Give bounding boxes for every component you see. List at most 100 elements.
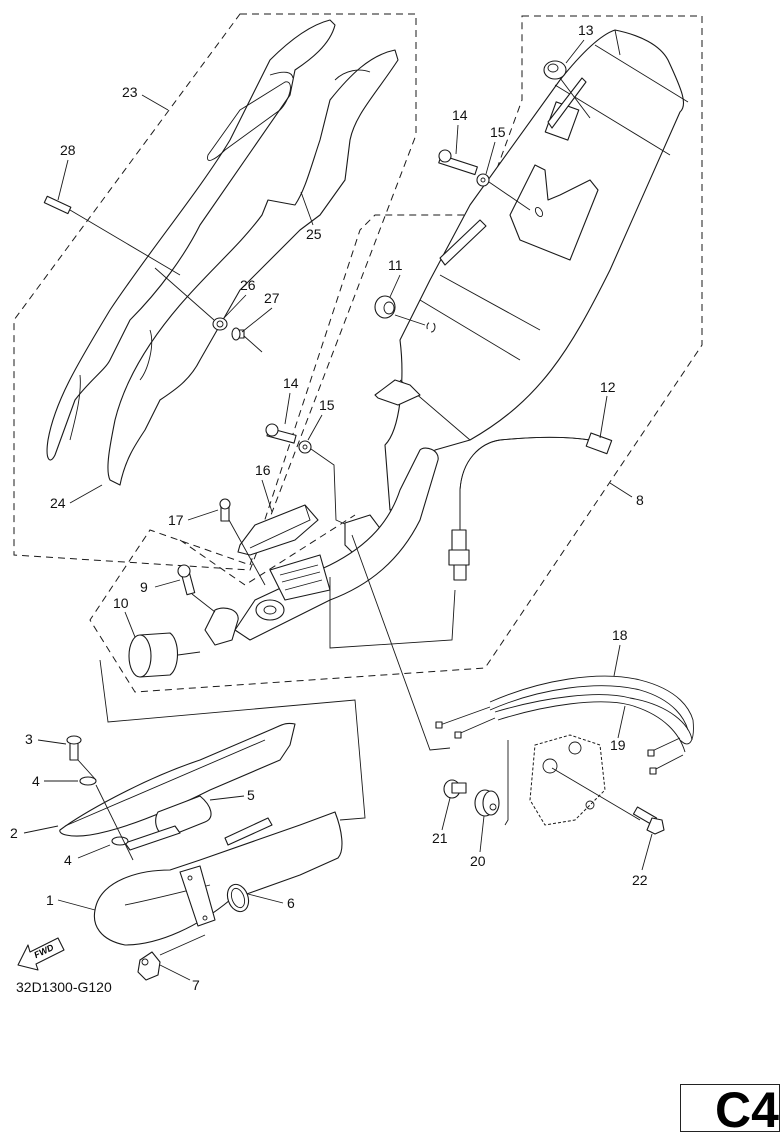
- connector-servo: [504, 740, 509, 826]
- callout-22: 22: [632, 872, 648, 888]
- connector-10-to-1: [99, 659, 366, 821]
- callout-14-upper: 14: [452, 107, 468, 123]
- damper-5: [155, 795, 212, 837]
- callout-26: 26: [240, 277, 256, 293]
- leader-4-lower: [77, 844, 111, 859]
- callout-14-lower: 14: [283, 375, 299, 391]
- bolt-3: [66, 735, 97, 781]
- side-cover-24: [46, 19, 336, 461]
- leader-23: [141, 94, 169, 111]
- leader-14-lower: [284, 392, 291, 425]
- leader-10: [124, 611, 136, 638]
- bolt-28: [43, 195, 181, 276]
- exhaust-valve-servo: [529, 734, 606, 826]
- callout-18: 18: [612, 627, 628, 643]
- joint-gasket-10: [128, 632, 201, 678]
- callout-5: 5: [247, 787, 255, 803]
- exhaust-pipe-1: [93, 811, 343, 946]
- callout-17: 17: [168, 512, 184, 528]
- damper-20: [474, 789, 500, 817]
- bolt-17: [219, 498, 266, 586]
- muffler-body: [374, 29, 689, 511]
- muffler-group-boundary: [89, 15, 703, 693]
- connector-cable-line: [351, 534, 451, 751]
- leader-28: [57, 159, 69, 201]
- leader-11: [389, 274, 401, 298]
- connector-valve-to-cables: [329, 577, 456, 649]
- callout-15-lower: 15: [319, 397, 335, 413]
- leader-25: [300, 191, 314, 226]
- leader-18: [613, 644, 621, 677]
- washer-4-upper: [79, 776, 97, 786]
- leader-26: [223, 294, 247, 319]
- callout-2: 2: [10, 825, 18, 841]
- bolt-9: [177, 564, 216, 613]
- side-cover-group-boundary: [13, 13, 417, 571]
- callout-13: 13: [578, 22, 594, 38]
- grommet-11: [374, 295, 436, 333]
- gasket-6: [226, 883, 250, 913]
- bolt-14-upper: [438, 149, 478, 176]
- washer-4-lower: [95, 784, 134, 861]
- leader-9: [154, 579, 181, 588]
- leader-16: [261, 479, 273, 513]
- callout-1: 1: [46, 892, 54, 908]
- leader-24: [69, 484, 103, 504]
- callout-9: 9: [140, 579, 148, 595]
- flange-nut-7: [137, 934, 206, 981]
- callout-25: 25: [306, 226, 322, 242]
- drawing-code: 32D1300-G120: [16, 979, 112, 995]
- callout-8: 8: [636, 492, 644, 508]
- washer-15-upper: [476, 173, 531, 211]
- oxygen-sensor-12: [448, 432, 613, 581]
- leader-6: [247, 893, 284, 904]
- leader-15-lower: [307, 414, 323, 441]
- damper-26: [154, 267, 228, 331]
- callout-20: 20: [470, 853, 486, 869]
- fwd-direction-arrow-icon: FWD: [17, 937, 65, 971]
- leader-17: [187, 509, 219, 521]
- leader-22: [641, 833, 653, 871]
- callout-16: 16: [255, 462, 271, 478]
- leader-14-upper: [455, 124, 459, 155]
- exhaust-valve-cover-16: [237, 504, 386, 561]
- callout-12: 12: [600, 379, 616, 395]
- leader-13: [565, 39, 585, 64]
- leader-7: [159, 964, 191, 981]
- callout-7: 7: [192, 977, 200, 993]
- mid-pipe-valve-body: [204, 447, 439, 646]
- bolt-22-axis: [551, 767, 641, 821]
- leader-5: [209, 795, 245, 801]
- leader-1: [57, 899, 96, 911]
- bolt-14-lower: [265, 423, 297, 444]
- grommet-13: [543, 60, 591, 119]
- exhaust-pipe-protector-2: [59, 722, 296, 837]
- leader-21: [441, 797, 451, 831]
- callout-28: 28: [60, 142, 76, 158]
- leader-2: [23, 825, 59, 834]
- leader-19: [617, 705, 626, 739]
- page-tag-box: C4: [680, 1082, 780, 1138]
- callout-10: 10: [113, 595, 129, 611]
- bolt-22: [632, 806, 665, 835]
- leader-15-upper: [485, 141, 496, 175]
- leader-3: [37, 739, 67, 745]
- callout-11: 11: [388, 257, 403, 273]
- valve-cables: [435, 675, 694, 775]
- callout-19: 19: [610, 737, 626, 753]
- callout-27: 27: [264, 290, 280, 306]
- side-cover-25: [107, 49, 399, 486]
- callout-24: 24: [50, 495, 66, 511]
- leader-20: [479, 815, 485, 853]
- callout-6: 6: [287, 895, 295, 911]
- valve-cover-group-boundary: [179, 514, 356, 586]
- callout-23: 23: [122, 84, 138, 100]
- callout-15-upper: 15: [490, 124, 506, 140]
- leader-12: [599, 395, 608, 439]
- callout-21: 21: [432, 830, 448, 846]
- page-tag: C4: [715, 1082, 779, 1138]
- leader-27: [241, 307, 273, 333]
- collar-21: [443, 779, 467, 799]
- leader-8: [609, 482, 633, 498]
